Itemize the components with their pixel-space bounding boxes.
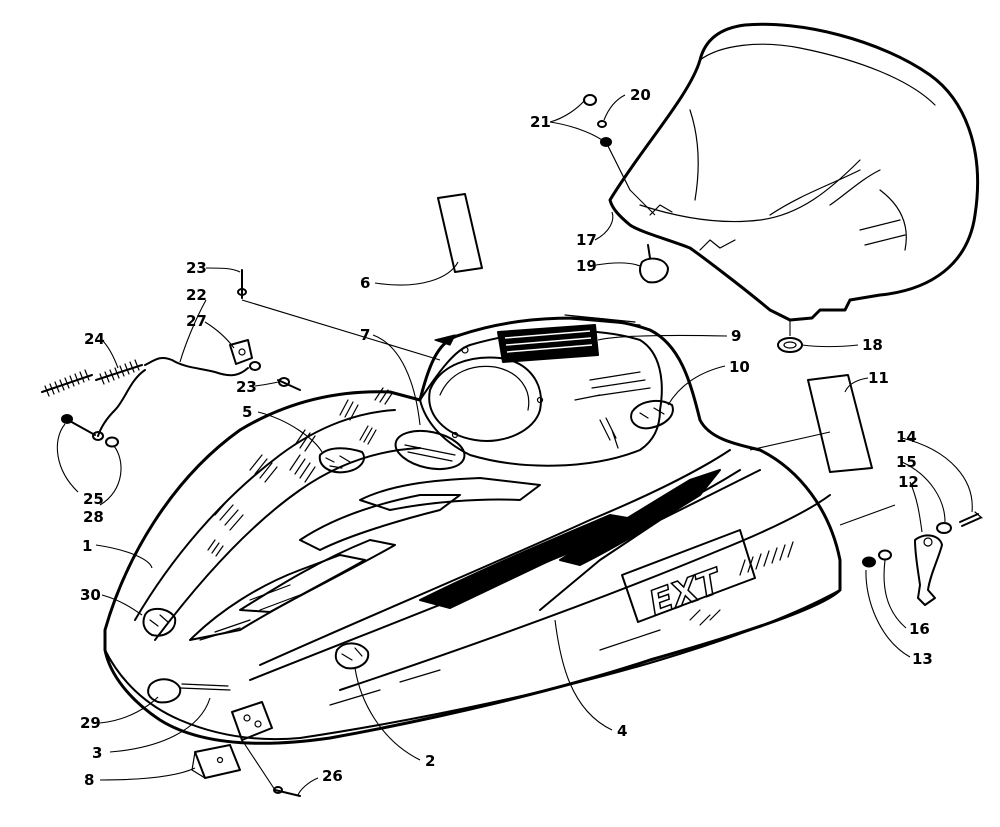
callout-7: 7 (360, 326, 370, 344)
callout-29: 29 (80, 714, 101, 732)
foam-pads (142, 399, 674, 704)
front-bracket (191, 701, 273, 779)
callout-24: 24 (84, 330, 105, 348)
callout-21: 21 (530, 113, 551, 131)
callout-2: 2 (425, 752, 435, 770)
callout-27: 27 (186, 312, 207, 330)
callout-25: 25 (83, 490, 104, 508)
callout-8: 8 (84, 771, 94, 789)
callout-6: 6 (360, 274, 370, 292)
decal-11 (807, 374, 873, 473)
callout-3: 3 (92, 744, 102, 762)
callout-30: 30 (80, 586, 101, 604)
callout-28: 28 (83, 508, 104, 526)
hood: EXT (103, 314, 842, 745)
callout-16: 16 (909, 620, 930, 638)
callout-1: 1 (82, 537, 92, 555)
callout-5: 5 (242, 403, 252, 421)
decal-6 (437, 193, 483, 273)
callout-23-upper: 23 (186, 259, 207, 277)
callout-10: 10 (729, 358, 750, 376)
callout-22: 22 (186, 286, 207, 304)
windshield (608, 22, 980, 322)
callout-18: 18 (862, 336, 883, 354)
callout-17: 17 (576, 231, 597, 249)
callout-numbers: 1 2 3 4 5 6 7 8 9 10 11 12 13 14 15 16 1… (80, 86, 933, 789)
callout-23-lower: 23 (236, 378, 257, 396)
callout-12: 12 (898, 473, 919, 491)
callout-15: 15 (896, 453, 917, 471)
callout-19: 19 (576, 257, 597, 275)
callout-4: 4 (617, 722, 627, 740)
callout-13: 13 (912, 650, 933, 668)
callout-14: 14 (896, 428, 917, 446)
callout-9: 9 (731, 327, 741, 345)
leader-lines (56, 94, 973, 796)
hinge-hardware (862, 511, 983, 606)
spring-cable-assembly (41, 269, 301, 797)
callout-20: 20 (630, 86, 651, 104)
callout-26: 26 (322, 767, 343, 785)
callout-11: 11 (868, 369, 889, 387)
windshield-hardware (583, 94, 803, 353)
